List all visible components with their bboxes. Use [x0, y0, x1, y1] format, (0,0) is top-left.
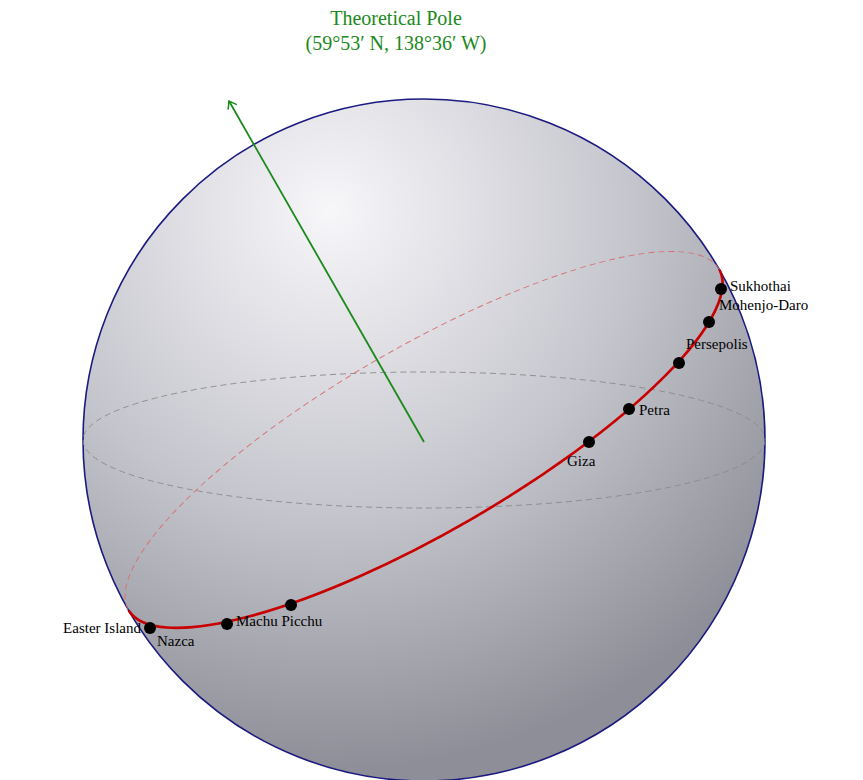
sphere — [83, 99, 765, 780]
pole-coordinates: (59°53′ N, 138°36′ W) — [305, 31, 486, 55]
site-dot — [623, 403, 635, 415]
site-label: Sukhothai — [730, 278, 791, 295]
great-circle-back — [82, 189, 766, 691]
great-circle-front — [129, 270, 723, 628]
site-label: Petra — [639, 402, 670, 419]
site-label: Giza — [567, 453, 595, 470]
site-dot — [144, 622, 156, 634]
site-label: Machu Picchu — [236, 613, 322, 630]
pole-title: Theoretical Pole — [330, 6, 462, 30]
site-label: Mohenjo-Daro — [719, 297, 808, 314]
equator — [83, 372, 765, 508]
site-dot — [715, 283, 727, 295]
site-dots — [144, 283, 727, 634]
site-label: Nazca — [157, 633, 194, 650]
pole-arrow — [229, 101, 424, 442]
site-label: Easter Island — [63, 620, 141, 637]
site-dot — [673, 357, 685, 369]
site-dot — [703, 316, 715, 328]
site-dot — [583, 436, 595, 448]
site-dot — [221, 618, 233, 630]
site-dot — [285, 599, 297, 611]
site-label: Persepolis — [686, 336, 748, 353]
